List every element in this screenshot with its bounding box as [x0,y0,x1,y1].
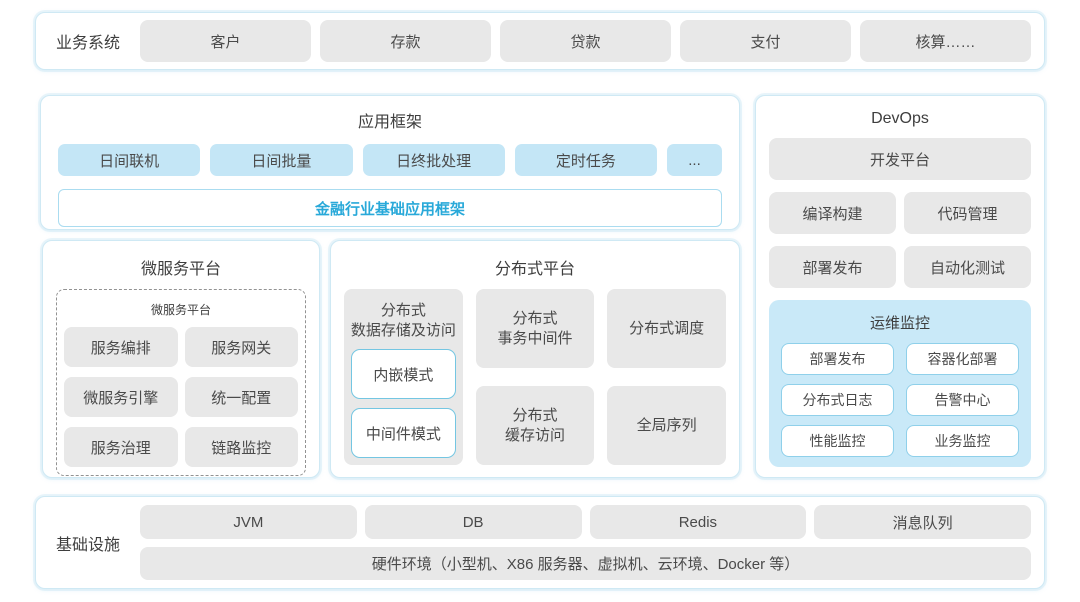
app-framework-panel: 应用框架 日间联机 日间批量 日终批处理 定时任务 ... 金融行业基础应用框架 [40,95,740,230]
app-framework-block-more: ... [667,144,722,176]
infrastructure-label: 基础设施 [55,536,120,554]
app-framework-block-eod-batch: 日终批处理 [362,144,505,176]
microservice-block-engine: 微服务引擎 [64,377,178,417]
microservice-platform-title: 微服务平台 [140,261,221,278]
devops-block-deploy-release: 部署发布 [769,246,896,288]
devops-block-build: 编译构建 [769,192,896,234]
infra-block-jvm: JVM [140,505,357,539]
business-systems-label: 业务系统 [55,35,120,52]
devops-block-code-mgmt: 代码管理 [904,192,1031,234]
microservice-grid: 服务编排 服务网关 微服务引擎 统一配置 服务治理 链路监控 [64,327,298,467]
distributed-storage-cell: 分布式 数据存储及访问 内嵌模式 中间件模式 [344,289,463,465]
microservice-block-gateway: 服务网关 [184,327,298,367]
business-system-block-deposit: 存款 [320,20,491,62]
devops-block-auto-test: 自动化测试 [904,246,1031,288]
infrastructure-content: JVM DB Redis 消息队列 硬件环境（小型机、X86 服务器、虚拟机、云… [140,505,1044,580]
distributed-grid: 分布式 数据存储及访问 内嵌模式 中间件模式 分布式 事务中间件 分布式调度 分… [344,289,726,465]
distributed-platform-title: 分布式平台 [494,261,575,278]
storage-mode-embedded: 内嵌模式 [351,349,456,399]
ops-block-business-monitor: 业务监控 [906,425,1019,457]
distributed-platform-panel: 分布式平台 分布式 数据存储及访问 内嵌模式 中间件模式 分布式 事务中间件 分… [330,240,740,478]
microservice-block-unified-config: 统一配置 [184,377,298,417]
microservice-inner-box: 微服务平台 服务编排 服务网关 微服务引擎 统一配置 服务治理 链路监控 [56,289,306,476]
infrastructure-row: JVM DB Redis 消息队列 [140,505,1031,539]
distributed-block-scheduling: 分布式调度 [607,289,726,368]
distributed-storage-title: 分布式 数据存储及访问 [350,302,456,339]
microservice-block-orchestration: 服务编排 [64,327,178,367]
business-system-block-customer: 客户 [140,20,311,62]
devops-panel: DevOps 开发平台 编译构建 代码管理 部署发布 自动化测试 运维监控 部署… [755,95,1045,478]
app-framework-row: 日间联机 日间批量 日终批处理 定时任务 ... [58,144,722,176]
business-systems-row: 客户 存款 贷款 支付 核算…… [140,20,1044,62]
app-framework-title: 应用框架 [357,114,422,131]
ops-block-container-deploy: 容器化部署 [906,343,1019,375]
business-system-block-payment: 支付 [680,20,851,62]
ops-monitor-grid: 部署发布 容器化部署 分布式日志 告警中心 性能监控 业务监控 [781,343,1019,457]
devops-block-dev-platform: 开发平台 [769,138,1031,180]
infra-block-redis: Redis [589,505,807,539]
ops-block-deploy-release: 部署发布 [781,343,894,375]
app-framework-block-daytime-batch: 日间批量 [210,144,353,176]
ops-block-performance-monitor: 性能监控 [781,425,894,457]
ops-monitor-panel: 运维监控 部署发布 容器化部署 分布式日志 告警中心 性能监控 业务监控 [769,300,1031,467]
app-framework-block-scheduled-task: 定时任务 [514,144,657,176]
storage-mode-middleware: 中间件模式 [351,408,456,458]
devops-title: DevOps [871,110,929,127]
ops-block-alert-center: 告警中心 [906,384,1019,416]
infrastructure-panel: 基础设施 JVM DB Redis 消息队列 硬件环境（小型机、X86 服务器、… [35,496,1045,589]
microservice-block-governance: 服务治理 [64,427,178,467]
distributed-block-global-sequence: 全局序列 [607,386,726,465]
microservice-platform-panel: 微服务平台 微服务平台 服务编排 服务网关 微服务引擎 统一配置 服务治理 链路… [42,240,320,478]
distributed-block-cache-access: 分布式 缓存访问 [475,386,595,465]
microservice-inner-title: 微服务平台 [150,303,211,317]
hardware-environment-bar: 硬件环境（小型机、X86 服务器、虚拟机、云环境、Docker 等） [140,547,1031,580]
business-system-block-accounting: 核算…… [860,20,1031,62]
infra-block-message-queue: 消息队列 [814,505,1031,539]
distributed-block-transaction-middleware: 分布式 事务中间件 [475,289,595,368]
ops-block-distributed-log: 分布式日志 [781,384,894,416]
microservice-block-trace-monitor: 链路监控 [184,427,298,467]
business-system-block-loan: 贷款 [500,20,671,62]
devops-tools-grid: 编译构建 代码管理 部署发布 自动化测试 [769,192,1031,288]
infra-block-db: DB [364,505,582,539]
ops-monitor-title: 运维监控 [869,315,930,332]
distributed-storage-modes: 内嵌模式 中间件模式 [344,349,463,465]
app-framework-block-daytime-online: 日间联机 [58,144,201,176]
financial-base-framework-bar: 金融行业基础应用框架 [58,189,722,227]
business-systems-panel: 业务系统 客户 存款 贷款 支付 核算…… [35,12,1045,70]
